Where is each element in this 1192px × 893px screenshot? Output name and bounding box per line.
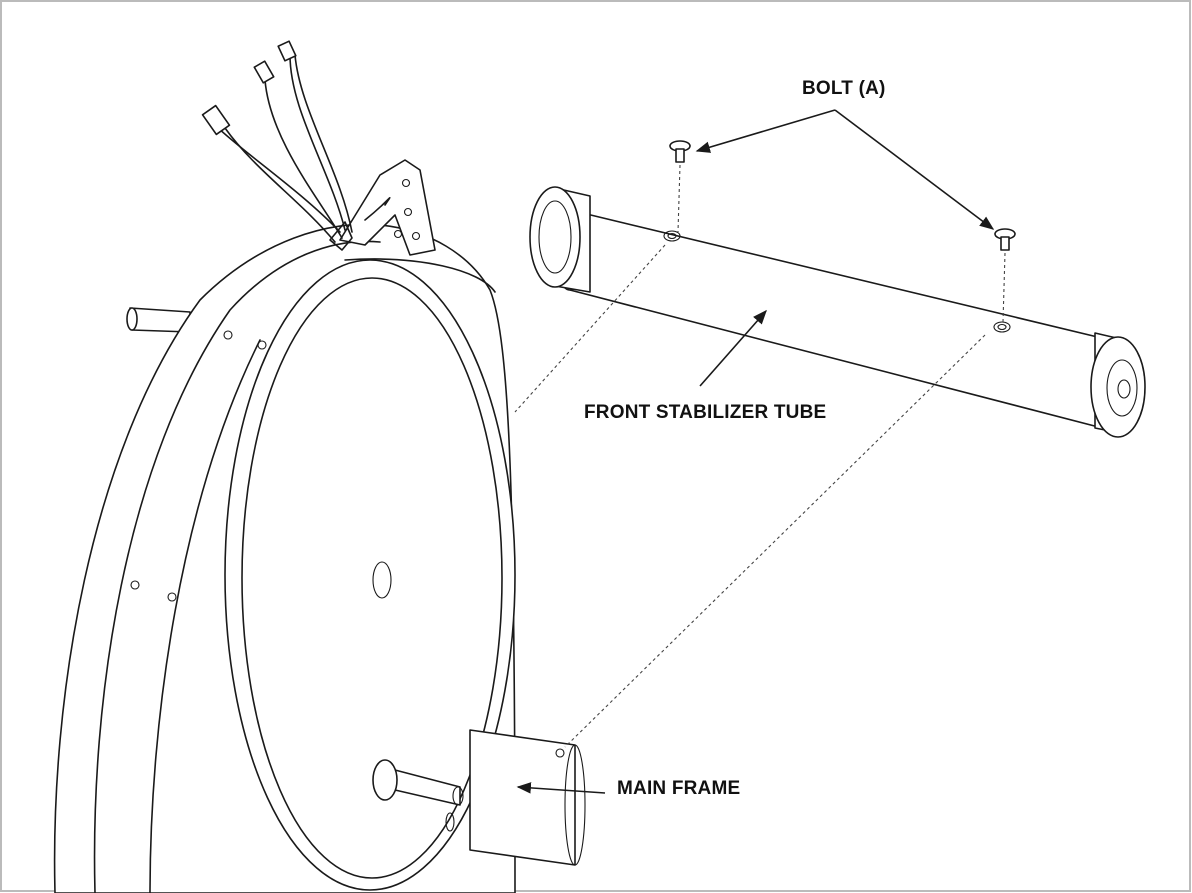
label-bolt-a: BOLT (A): [802, 78, 886, 99]
alignment-lines: [514, 164, 1006, 748]
label-main-frame: MAIN FRAME: [617, 778, 740, 799]
front-stabilizer-tube: [529, 186, 1146, 438]
wire-harness: [201, 40, 391, 243]
bolt-a-left: [669, 140, 691, 163]
label-front-stabilizer-tube: FRONT STABILIZER TUBE: [584, 402, 826, 423]
bolt-a-right: [994, 228, 1016, 251]
leader-arrows: [516, 109, 995, 794]
main-frame: [53, 159, 586, 893]
